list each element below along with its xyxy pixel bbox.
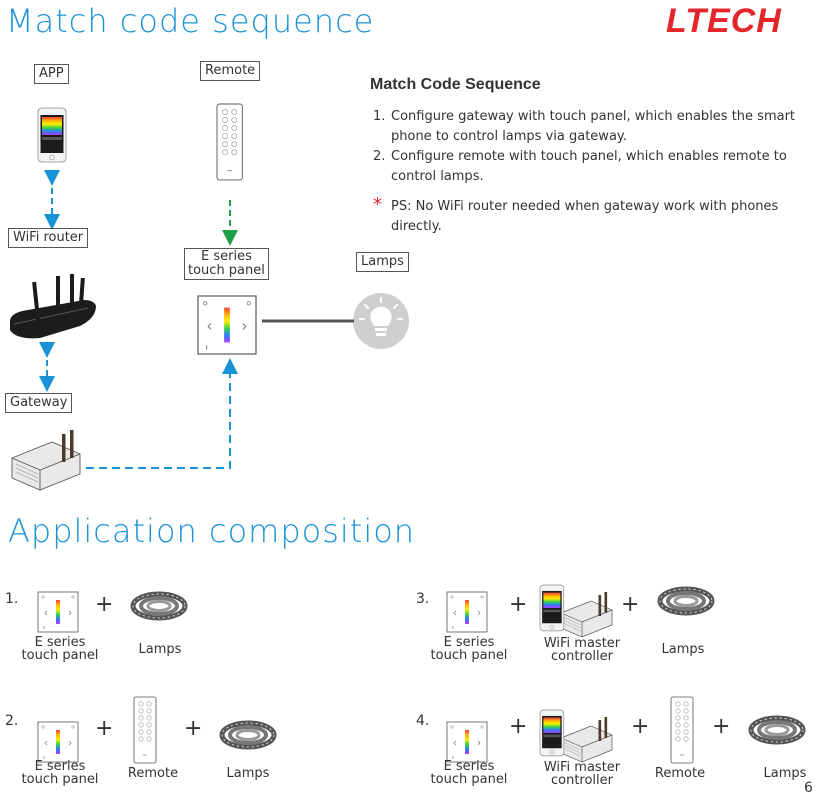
comp4-panel-label-line1: E series <box>443 759 495 774</box>
comp4-wifi-master-icon <box>540 710 612 762</box>
sequence-title: Match Code Sequence <box>370 76 541 93</box>
ps-line1: PS: No WiFi router needed when gateway w… <box>391 199 779 214</box>
comp1-strip-icon <box>133 594 185 618</box>
comp4-plus-2: + <box>631 714 650 739</box>
comp1-lamps-label: Lamps <box>138 642 182 657</box>
sequence-item-2-line1: Configure remote with touch panel, which… <box>391 149 787 164</box>
match-title: Match code sequence <box>6 2 375 40</box>
e-series-label: E series touch panel <box>184 248 269 280</box>
comp4-wifi-master-line2: controller <box>550 773 614 788</box>
application-title: Application composition <box>8 512 416 550</box>
comp4-panel-label: E series touch panel <box>419 760 519 786</box>
router-icon <box>10 274 96 339</box>
comp3-wifi-master-line1: WiFi master <box>543 636 621 651</box>
e-series-label-line1: E series <box>201 249 252 264</box>
comp1-panel-icon <box>37 591 79 633</box>
comp1-panel-label-line2: touch panel <box>21 648 99 663</box>
remote-icon <box>216 103 243 181</box>
ps-line2: directly. <box>391 219 442 234</box>
comp3-panel-label-line1: E series <box>443 635 495 650</box>
lamp-bulb-icon <box>353 293 409 349</box>
wifi-router-label: WiFi router <box>8 228 89 248</box>
comp2-plus-1: + <box>95 716 114 741</box>
comp4-remote-icon <box>670 696 694 764</box>
comp3-strip-icon <box>660 589 712 613</box>
gateway-panel-arrow <box>86 358 238 469</box>
remote-label: Remote <box>200 61 261 81</box>
comp4-plus-1: + <box>509 714 528 739</box>
comp2-plus-2: + <box>184 716 203 741</box>
sequence-item-2: 2. Configure remote with touch panel, wh… <box>373 147 819 187</box>
ps-asterisk: * <box>373 194 382 215</box>
comp3-plus-2: + <box>621 592 640 617</box>
comp1-number: 1. <box>5 591 19 607</box>
comp3-panel-label-line2: touch panel <box>430 648 508 663</box>
comp4-wifi-master-line1: WiFi master <box>543 760 621 775</box>
gateway-device-icon <box>11 429 81 491</box>
comp2-remote-icon <box>133 696 157 764</box>
comp4-wifi-master-label: WiFi master controller <box>532 761 632 787</box>
sequence-item-2-number: 2. <box>373 149 386 164</box>
comp3-plus-1: + <box>509 592 528 617</box>
phone-icon <box>37 107 67 163</box>
gateway-label: Gateway <box>5 393 73 413</box>
comp4-panel-label-line2: touch panel <box>430 772 508 787</box>
sequence-list: 1. Configure gateway with touch panel, w… <box>373 107 819 237</box>
comp2-number: 2. <box>5 713 19 729</box>
comp3-panel-icon <box>446 591 488 633</box>
comp3-lamps-label: Lamps <box>661 642 705 657</box>
comp3-wifi-master-icon <box>540 585 612 637</box>
comp2-strip-icon <box>222 723 274 747</box>
comp3-panel-label: E series touch panel <box>419 636 519 662</box>
comp4-plus-3: + <box>712 714 731 739</box>
comp2-lamps-label: Lamps <box>226 766 270 781</box>
comp4-lamps-label: Lamps <box>763 766 807 781</box>
sequence-ps: * PS: No WiFi router needed when gateway… <box>373 194 819 237</box>
comp4-remote-label: Remote <box>654 766 706 781</box>
comp3-number: 3. <box>416 591 430 607</box>
comp2-panel-label-line2: touch panel <box>21 772 99 787</box>
sequence-item-1: 1. Configure gateway with touch panel, w… <box>373 107 819 147</box>
sequence-item-1-line1: Configure gateway with touch panel, whic… <box>391 109 796 124</box>
comp2-panel-label-line1: E series <box>34 759 86 774</box>
comp1-panel-label: E series touch panel <box>10 636 110 662</box>
comp2-panel-icon <box>37 721 79 763</box>
comp2-panel-label: E series touch panel <box>10 760 110 786</box>
comp3-wifi-master-line2: controller <box>550 649 614 664</box>
app-label: APP <box>34 64 69 84</box>
comp3-wifi-master-label: WiFi master controller <box>532 637 632 663</box>
sequence-item-2-line2: control lamps. <box>391 169 484 184</box>
sequence-item-1-number: 1. <box>373 109 386 124</box>
comp4-number: 4. <box>416 713 430 729</box>
comp1-panel-label-line1: E series <box>34 635 86 650</box>
comp2-remote-label: Remote <box>127 766 179 781</box>
comp4-strip-icon <box>751 718 803 742</box>
e-series-label-line2: touch panel <box>188 263 265 278</box>
page-number: 6 <box>804 780 813 796</box>
sequence-item-1-line2: phone to control lamps via gateway. <box>391 129 627 144</box>
comp4-panel-icon <box>446 721 488 763</box>
ltech-logo: LTECH <box>666 2 782 40</box>
lamps-label: Lamps <box>356 252 409 272</box>
touch-panel-icon <box>197 295 257 355</box>
comp1-plus: + <box>95 592 114 617</box>
